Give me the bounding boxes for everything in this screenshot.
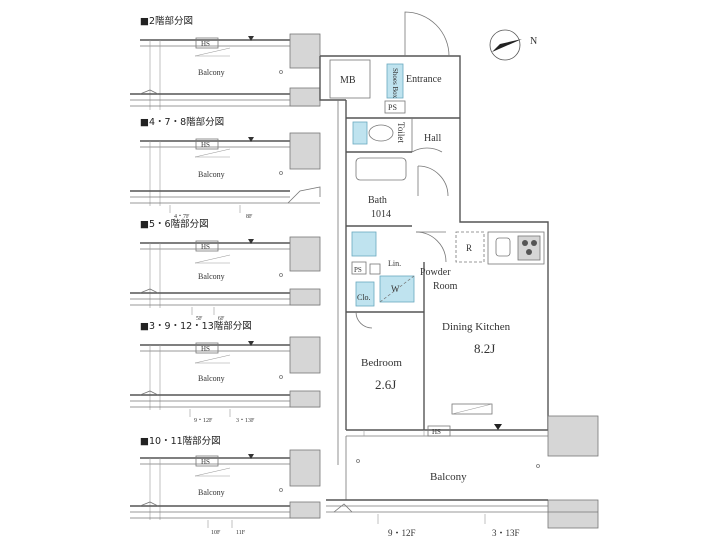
section-title: ■2階部分図 <box>140 15 193 27</box>
compass-north-label: N <box>530 36 537 47</box>
shoes-box-label: Shoes Box <box>391 68 399 99</box>
bedroom-size-label: 2.6J <box>375 377 396 392</box>
balcony-label: Balcony <box>198 488 225 497</box>
bath-label: Bath <box>368 195 387 206</box>
floor-mark: 5F <box>196 316 203 322</box>
floor-mark: 10F <box>211 530 221 536</box>
partial-plan-floor-10-11: ■10・11階部分図 HS Balcony 10F 11F <box>130 435 321 536</box>
refrigerator-label: R <box>466 243 472 253</box>
main-floor-plan: N MB Shoes Box Entrance PS Toilet Hall B… <box>319 11 599 538</box>
hs-label: HS <box>432 428 441 436</box>
floor-mark: 9・12F <box>194 418 213 424</box>
hs-label: HS <box>201 345 210 353</box>
partial-plan-floor-3-9-12-13: ■3・9・12・13階部分図 HS Balcony 9・12F 3・13F <box>130 320 321 424</box>
hs-label: HS <box>201 40 210 48</box>
floor-mark: 4・7F <box>174 214 190 220</box>
balcony-label: Balcony <box>198 374 225 383</box>
section-title: ■3・9・12・13階部分図 <box>140 320 252 332</box>
balcony-label: Balcony <box>198 68 225 77</box>
balcony-label: Balcony <box>198 170 225 179</box>
toilet-label: Toilet <box>396 122 406 143</box>
floor-mark: 9・12F <box>388 528 416 538</box>
floor-mark: 3・13F <box>492 528 520 538</box>
closet-label: Clo. <box>357 293 371 302</box>
dining-kitchen-label: Dining Kitchen <box>442 321 511 333</box>
floor-mark: 3・13F <box>236 418 255 424</box>
mb-label: MB <box>340 75 356 86</box>
hs-label: HS <box>201 458 210 466</box>
partial-plan-floor-2: ■2階部分図 HS Balcony <box>130 15 321 110</box>
bath-size-label: 1014 <box>371 209 391 220</box>
powder-room-label-2: Room <box>433 281 458 292</box>
floor-mark: 8F <box>246 214 253 220</box>
dining-kitchen-size-label: 8.2J <box>474 341 495 356</box>
section-title: ■10・11階部分図 <box>140 435 221 447</box>
section-title: ■4・7・8階部分図 <box>140 116 224 128</box>
balcony-label: Balcony <box>430 471 467 483</box>
section-title: ■5・6階部分図 <box>140 218 209 230</box>
partial-plan-floor-5-6: ■5・6階部分図 HS Balcony 5F 6F <box>130 218 321 322</box>
entrance-label: Entrance <box>406 74 442 85</box>
hs-label: HS <box>201 243 210 251</box>
partial-plan-floor-4-7-8: ■4・7・8階部分図 HS Balcony 4・7F 8F <box>130 116 321 220</box>
entrance-door-swing <box>404 11 450 57</box>
washer-label: W <box>391 284 400 294</box>
bedroom-label: Bedroom <box>361 357 402 369</box>
ps-label: PS <box>388 103 397 112</box>
floor-mark: 6F <box>218 316 225 322</box>
compass-icon: N <box>489 29 537 61</box>
floor-mark: 11F <box>236 530 246 536</box>
balcony-label: Balcony <box>198 272 225 281</box>
ps-label: PS <box>354 266 362 274</box>
linen-label: Lin. <box>388 259 401 268</box>
hall-label: Hall <box>424 133 441 144</box>
powder-room-label: Powder <box>420 267 451 278</box>
hs-label: HS <box>201 141 210 149</box>
